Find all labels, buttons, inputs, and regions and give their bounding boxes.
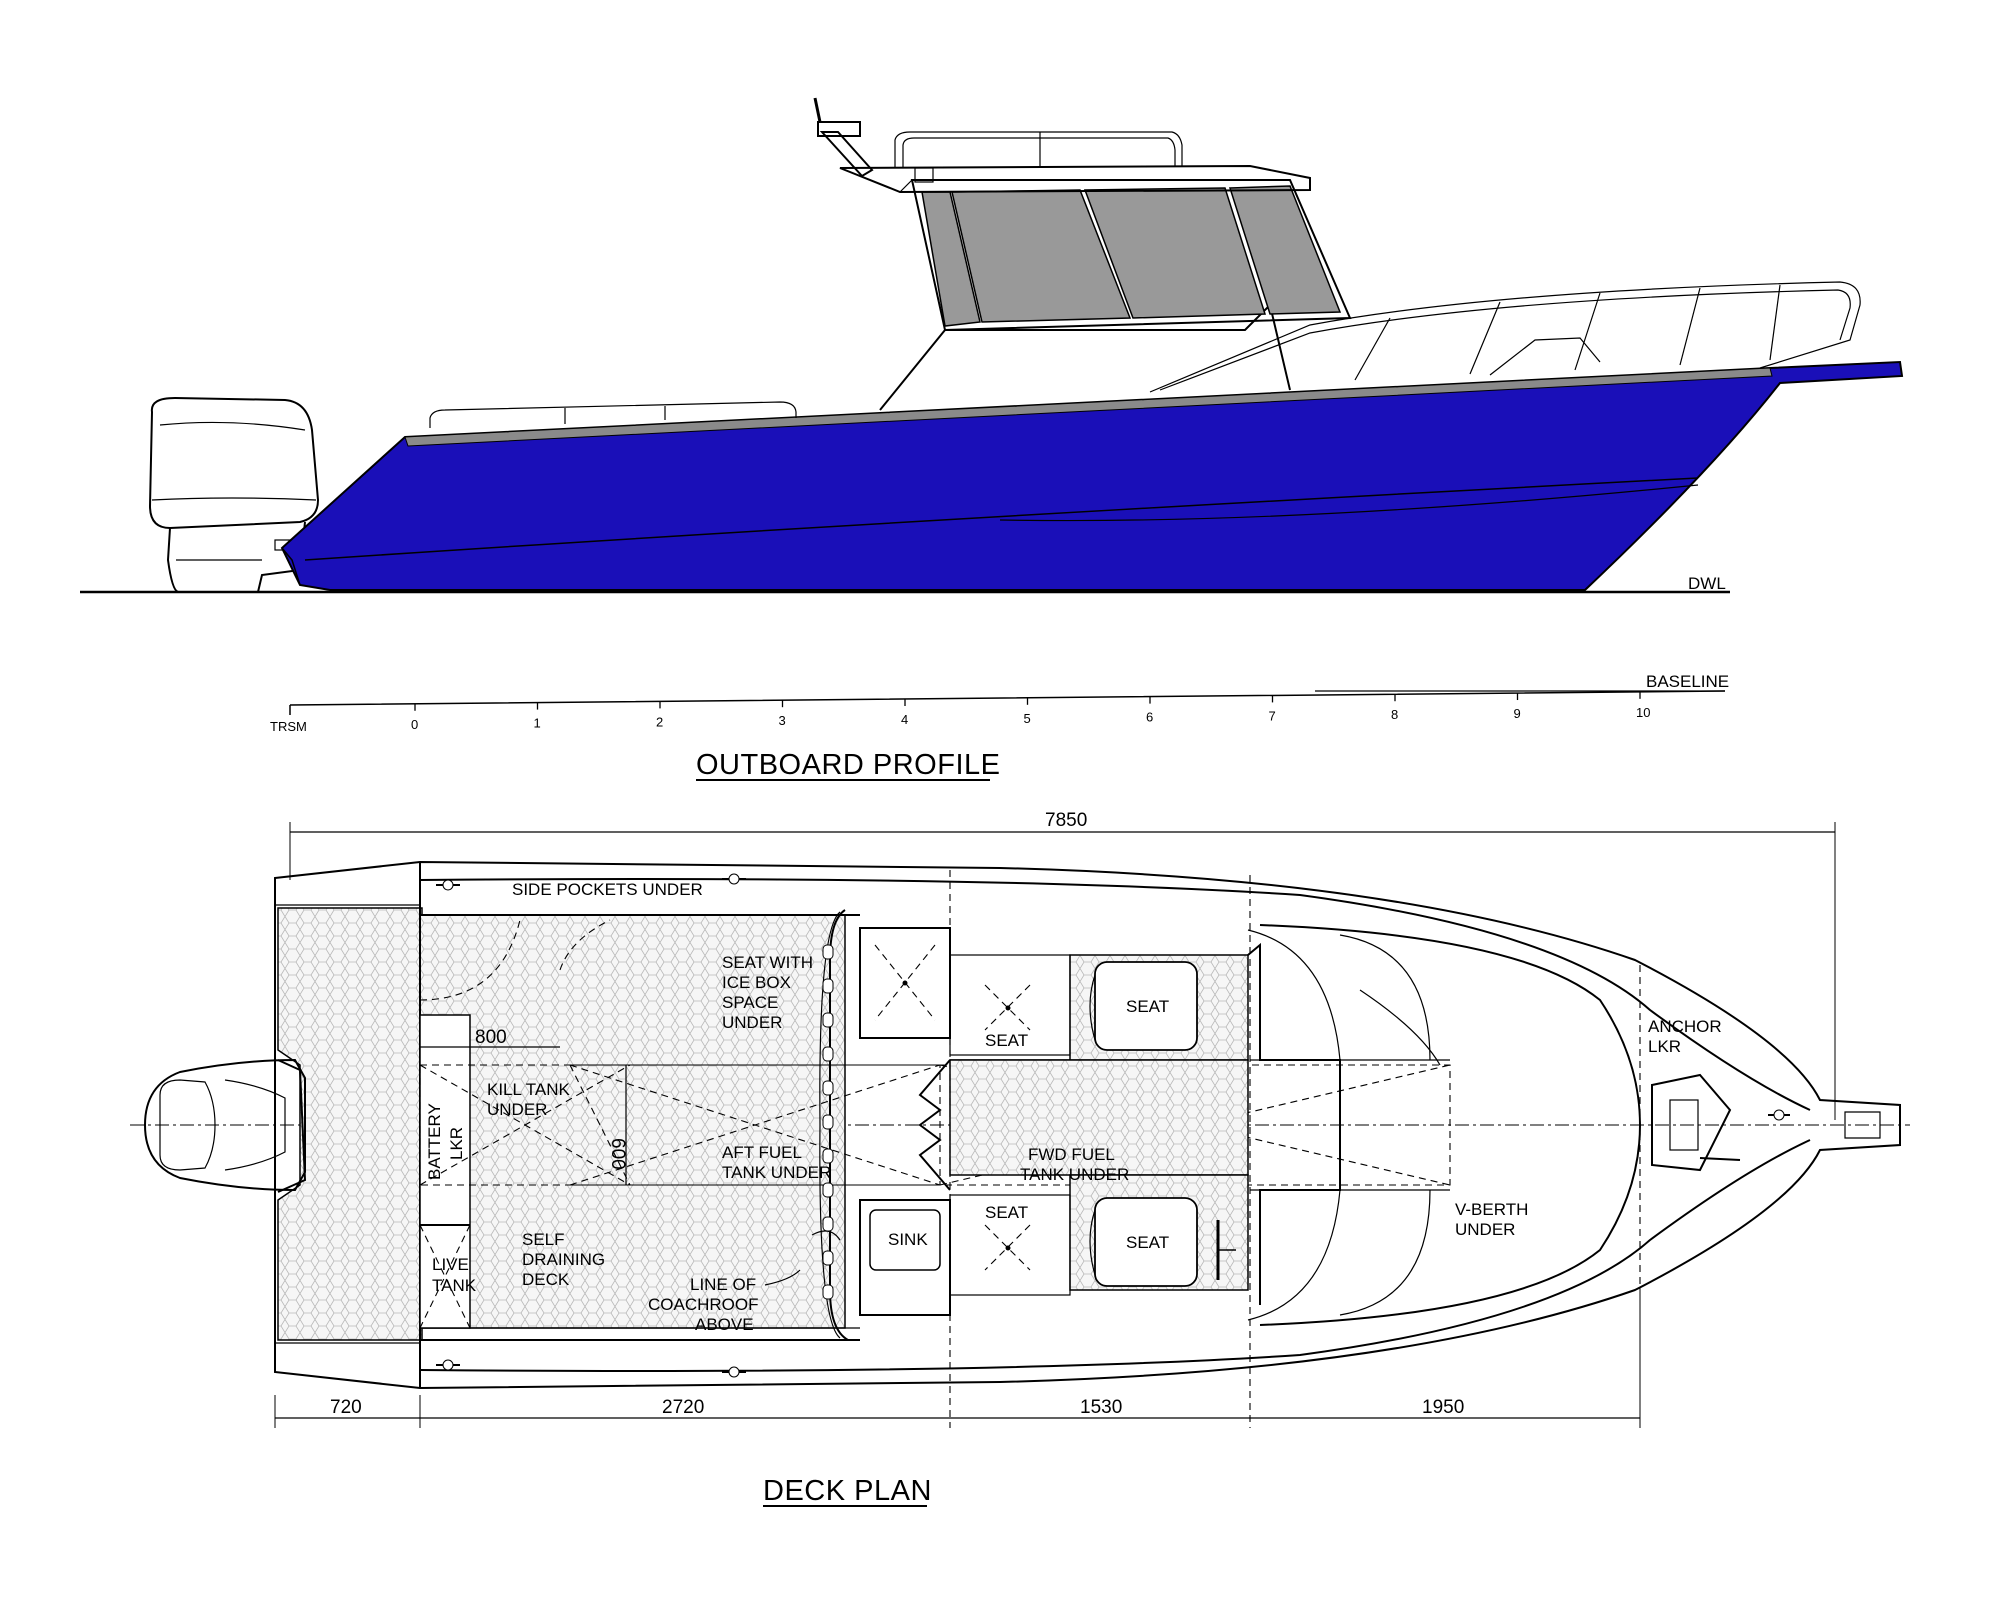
segment-dim-3: 1530 [1080,1397,1122,1418]
live-tank-label-1: LIVE [432,1255,469,1274]
seat-icebox-label-3: SPACE [722,993,778,1012]
scale-tick-label: 5 [1024,711,1031,726]
hull-outline [274,860,1901,1390]
fwd-fuel-label-1: FWD FUEL [1028,1145,1115,1164]
deck-plan-title: DECK PLAN [763,1475,932,1507]
self-draining-label-2: DRAINING [522,1250,605,1269]
seat-icebox-label-1: SEAT WITH [722,953,813,972]
battery-label-2: LKR [447,1127,466,1160]
outboard-top-view [143,1058,306,1192]
coachroof-post [822,1012,834,1028]
coachroof-post [822,978,834,994]
hull [280,360,1904,591]
seat [1094,1197,1198,1287]
segment-dim-2: 2720 [662,1397,704,1418]
side-pockets-label: SIDE POCKETS UNDER [512,880,703,899]
dim-800: 800 [475,1027,507,1048]
scale-tick-label: 1 [534,716,541,731]
fwd-fuel-label-2: TANK UNDER [1020,1165,1129,1184]
scale-tick-label: 9 [1514,706,1521,721]
coachroof-post [822,1182,834,1198]
live-tank-label-2: TANK [432,1276,477,1295]
coachroof-post [822,1216,834,1232]
scale-tick-label: 8 [1391,707,1398,722]
self-draining-label-1: SELF [522,1230,565,1249]
kill-tank-label-1: KILL TANK [487,1080,570,1099]
baseline-label: BASELINE [1646,672,1729,691]
cleat [436,879,460,891]
scale-tick-label: 4 [901,712,908,727]
vberth-label-1: V-BERTH [1455,1200,1528,1219]
vberth-label-2: UNDER [1455,1220,1515,1239]
segment-dim-4: 1950 [1422,1397,1464,1418]
sink-label: SINK [888,1230,928,1249]
seat [1094,961,1198,1051]
dim-600: 600 [607,1138,628,1170]
dwl-label: DWL [1688,574,1726,593]
coachroof-post [822,944,834,960]
coachroof-label-2: COACHROOF [648,1295,759,1314]
overall-length-dim: 7850 [1045,810,1087,831]
seat-label: SEAT [985,1203,1028,1222]
sheer-line [404,367,1773,447]
anchor-label-1: ANCHOR [1648,1017,1722,1036]
segment-dim-1: 720 [330,1397,362,1418]
battery-label-1: BATTERY [425,1103,444,1180]
coachroof-label-1: LINE OF [690,1275,756,1294]
cleat [722,1366,746,1378]
seat-label: SEAT [985,1031,1028,1050]
trsm-label: TRSM [270,719,307,734]
station-scale: 0 1 2 3 4 5 6 7 8 9 10 [411,691,1650,732]
cabin-window [1083,187,1267,319]
deck-plan: 7850 [130,810,1910,1507]
coachroof-post [822,1148,834,1164]
coachroof-post [822,1046,834,1062]
self-draining-label-3: DECK [522,1270,570,1289]
seat-icebox-label-4: UNDER [722,1013,782,1032]
aft-fuel-label-2: TANK UNDER [722,1163,831,1182]
scale-tick-label: 10 [1636,705,1650,720]
sink [869,1209,941,1271]
scale-tick-label: 2 [656,714,663,729]
coachroof-post [822,1114,834,1130]
kill-tank-label-2: UNDER [487,1100,547,1119]
cleat [1768,1109,1790,1121]
coachroof-line [822,944,834,1300]
coachroof-post [822,1080,834,1096]
seat-label: SEAT [1126,1233,1169,1252]
seat-label: SEAT [1126,997,1169,1016]
cleat [722,873,746,885]
coachroof-post [822,1250,834,1266]
scale-tick-label: 0 [411,717,418,732]
anchor-label-2: LKR [1648,1037,1681,1056]
profile-title: OUTBOARD PROFILE [696,749,1001,781]
coachroof-label-3: ABOVE [695,1315,754,1334]
scale-tick-label: 3 [779,713,786,728]
outboard-profile: DWL BASELINE TRSM 0 1 2 3 4 5 6 7 8 9 10 OUTBOARD … [80,97,1904,781]
cleat [436,1359,460,1371]
aft-fuel-label-1: AFT FUEL [722,1143,802,1162]
scale-tick-label: 7 [1269,708,1276,723]
scale-tick-label: 6 [1146,710,1153,725]
cabin-window [1228,185,1342,315]
coachroof-post [822,1284,834,1300]
outboard-motor [148,396,320,593]
battery-locker [419,1014,471,1329]
seat-icebox-label-2: ICE BOX [722,973,791,992]
